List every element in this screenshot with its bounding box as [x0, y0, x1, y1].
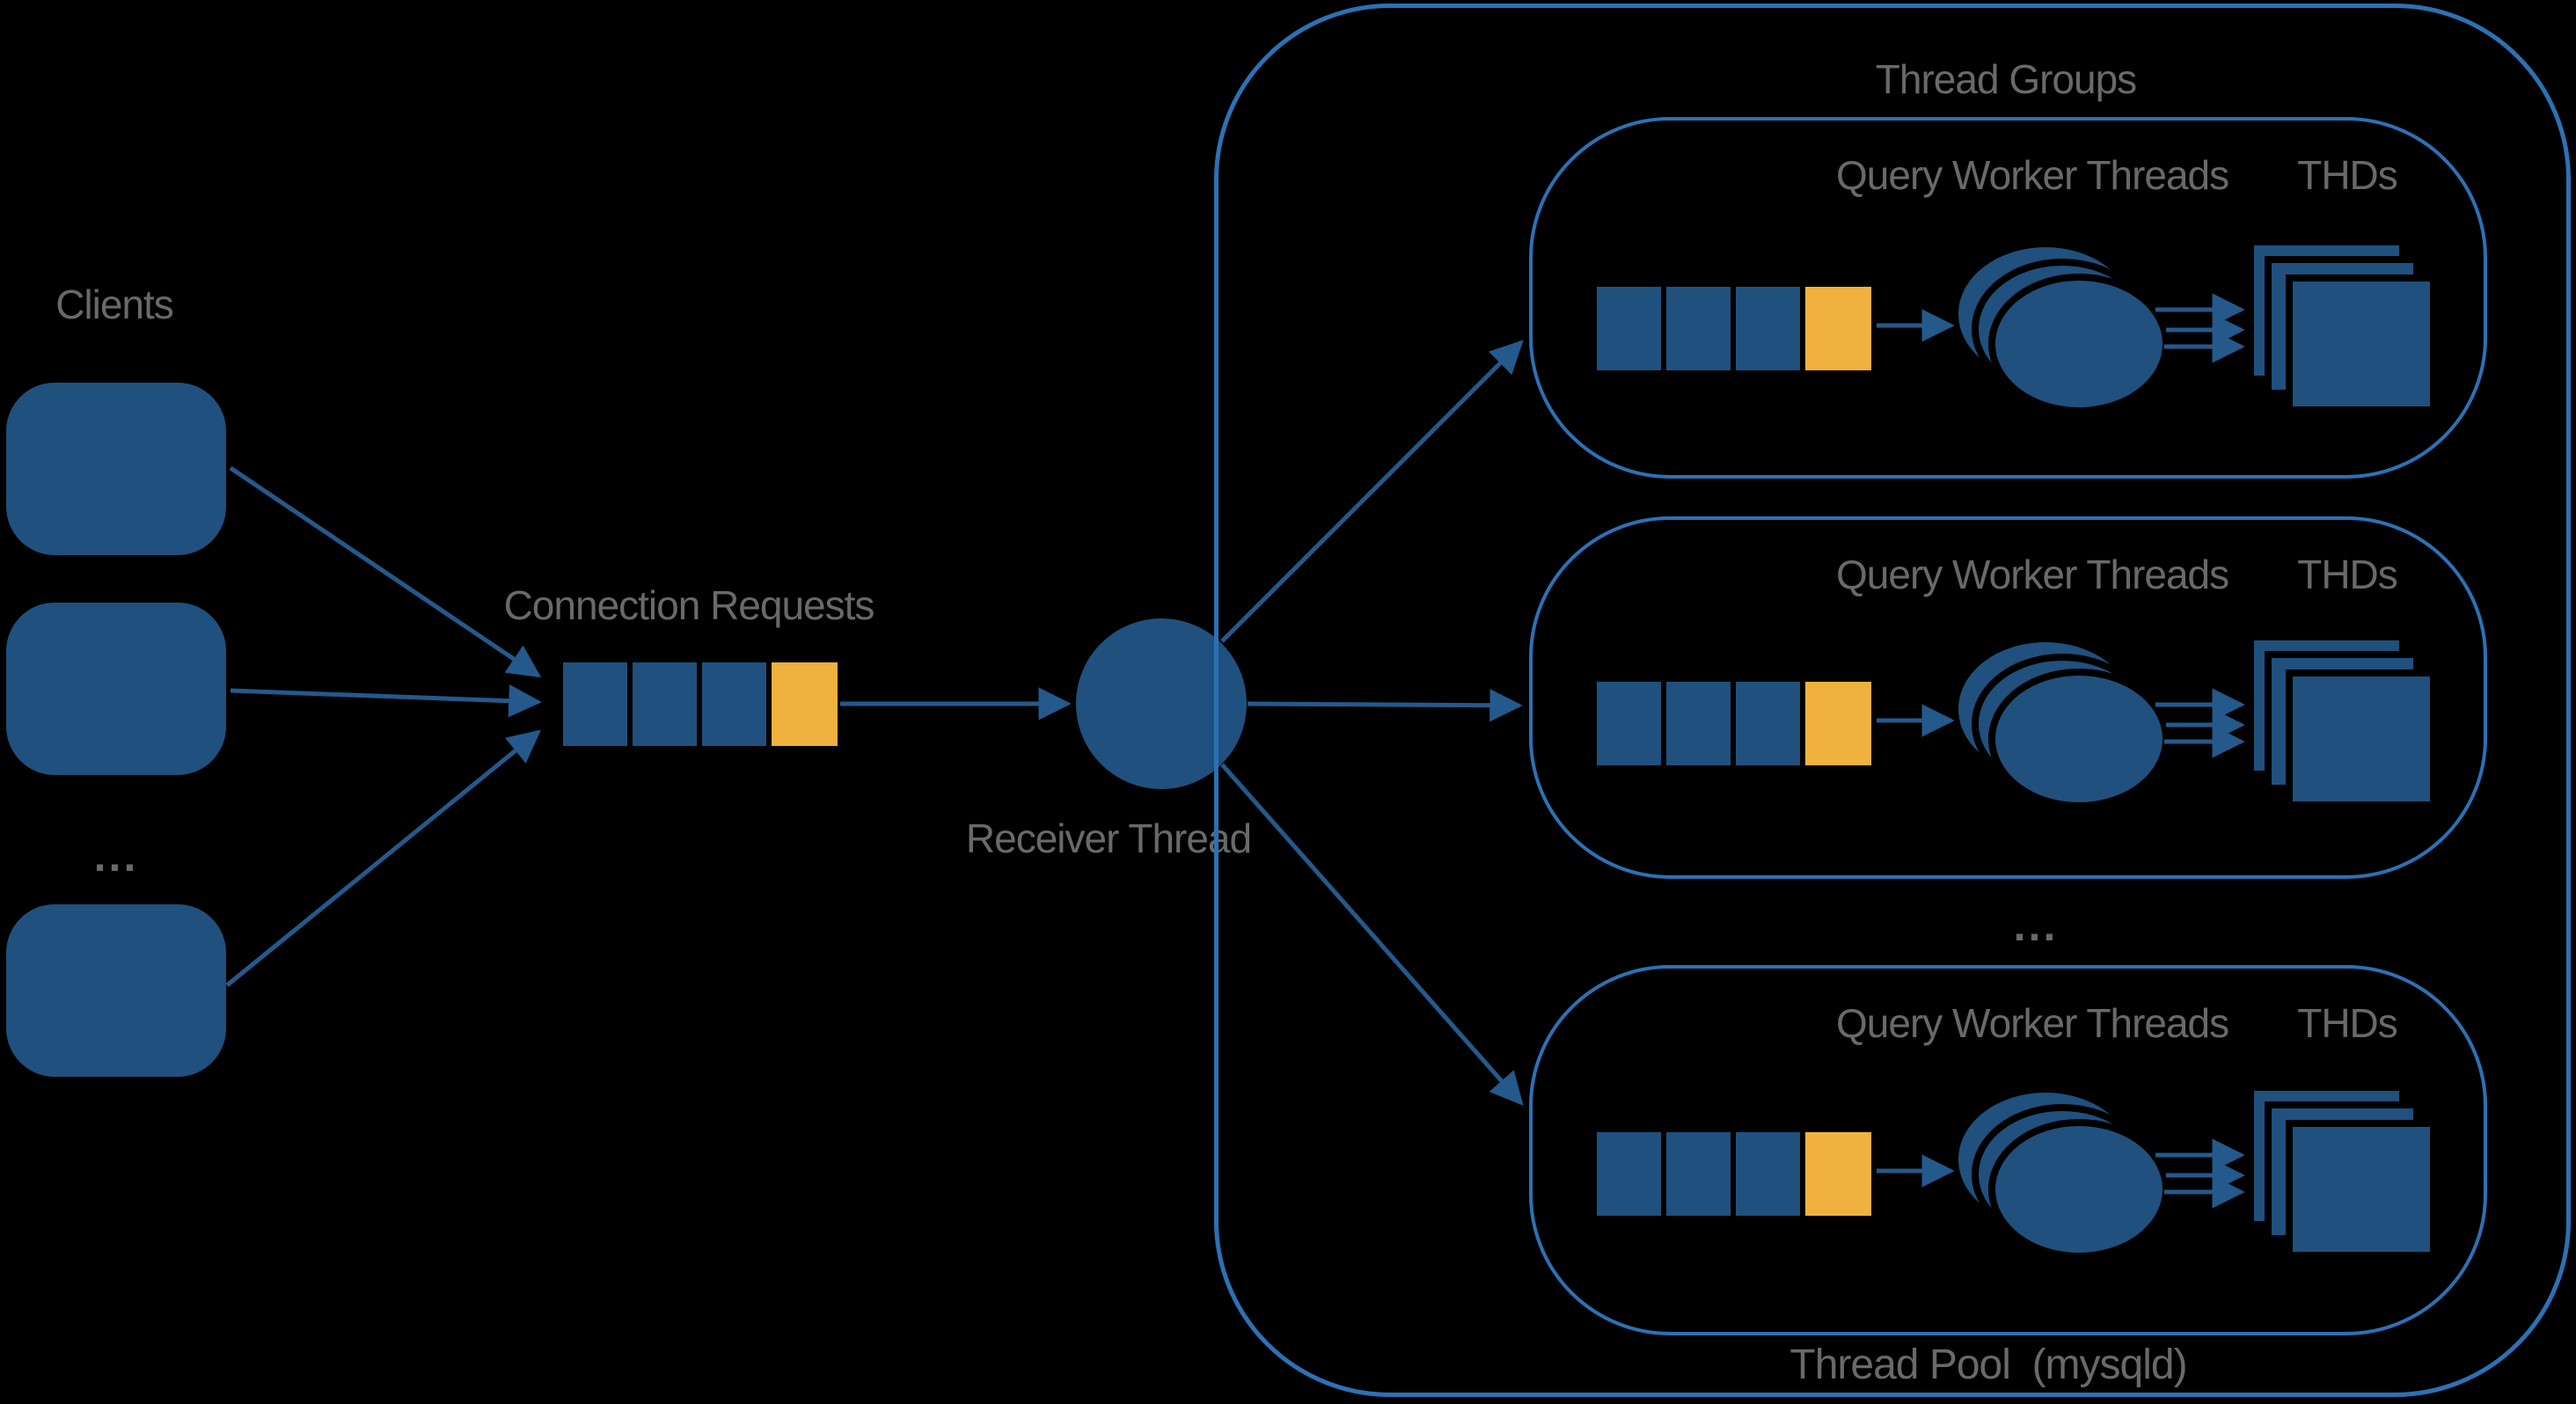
thread-group-2 [1529, 516, 2487, 879]
queue-cell-active [772, 662, 838, 746]
arrow-client1-to-queue [229, 465, 542, 678]
queue-cell [1666, 287, 1731, 370]
queue-cell-active [1805, 287, 1871, 370]
queue-cell [1597, 682, 1661, 765]
connection-request-queue [563, 662, 838, 746]
client-box-3 [6, 904, 226, 1077]
worker-queue-1 [1597, 287, 1871, 370]
arrow-client3-to-queue [225, 729, 541, 987]
client-box-1 [6, 383, 226, 555]
queue-cell [1666, 682, 1731, 765]
thds-label: THDs [2297, 1000, 2398, 1046]
thread-groups-ellipsis: ... [2013, 901, 2059, 950]
queue-cell-active [1805, 682, 1871, 765]
query-worker-threads-label: Query Worker Threads [1836, 552, 2229, 597]
queue-cell [1597, 1132, 1661, 1216]
queue-cell [1736, 287, 1800, 370]
queue-cell-active [1805, 1132, 1871, 1216]
thread-group-3 [1529, 965, 2487, 1335]
client-box-2 [6, 603, 226, 775]
arrow-client2-to-queue [230, 684, 542, 718]
queue-cell [633, 662, 697, 746]
clients-label: Clients [55, 282, 174, 327]
thread-pool-label: Thread Pool (mysqld) [1789, 1342, 2187, 1388]
queue-cell [1597, 287, 1661, 370]
query-worker-threads-label: Query Worker Threads [1836, 152, 2229, 198]
queue-cell [1736, 1132, 1800, 1216]
thread-group-1 [1529, 117, 2487, 479]
worker-queue-3 [1597, 1132, 1871, 1216]
queue-cell [1666, 1132, 1731, 1216]
thds-label: THDs [2297, 552, 2398, 597]
queue-cell [563, 662, 627, 746]
queue-cell [702, 662, 766, 746]
queue-cell [1736, 682, 1800, 765]
thread-pool-container [1214, 4, 2571, 1397]
clients-ellipsis: ... [93, 831, 139, 881]
connection-requests-label: Connection Requests [503, 582, 875, 628]
thds-label: THDs [2297, 152, 2398, 198]
query-worker-threads-label: Query Worker Threads [1836, 1000, 2229, 1046]
thread-groups-title: Thread Groups [1875, 56, 2137, 102]
worker-queue-2 [1597, 682, 1871, 765]
